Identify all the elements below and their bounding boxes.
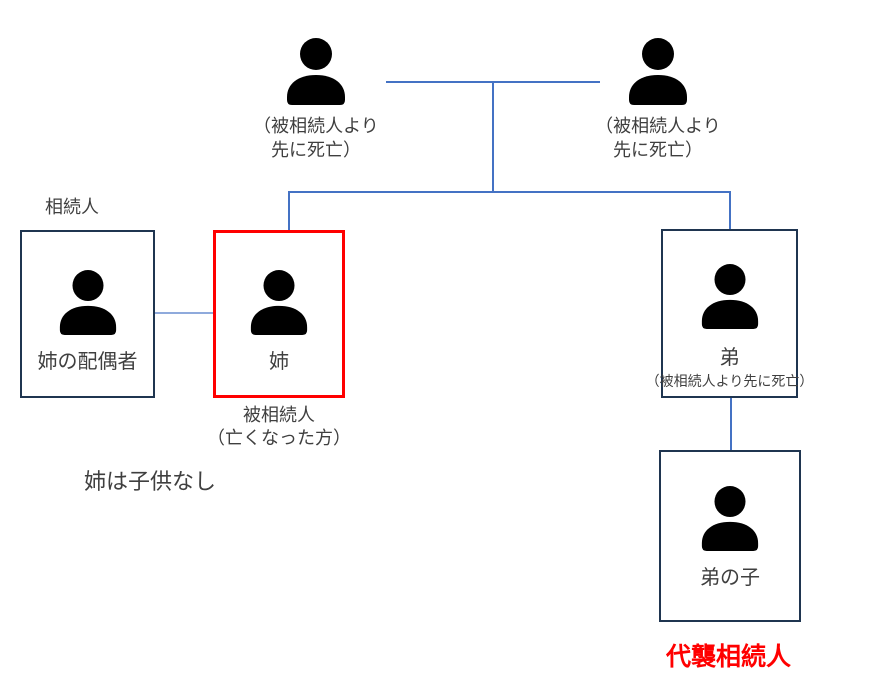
person-icon [625,38,691,105]
sister-box: 姉 [213,230,345,398]
spouse-label: 姉の配偶者 [37,351,138,373]
right-parent-figure: （被相続人より 先に死亡） [573,38,743,162]
spouse-marriage-connector [155,312,213,314]
person-icon [283,38,349,105]
sister-note-line1: 被相続人 [243,405,315,425]
brother-label: 弟 [719,347,740,369]
person-icon [247,270,311,335]
right-parent-note-line1: （被相続人より [595,116,721,136]
siblings-connector-horizontal [288,191,731,193]
person-icon [698,486,762,551]
brother-child-connector [730,398,732,450]
left-parent-figure: （被相続人より 先に死亡） [231,38,401,162]
brother-box: 弟 （被相続人より先に死亡） [646,229,813,398]
left-parent-note-line1: （被相続人より [253,116,379,136]
child-label: 弟の子 [700,567,760,589]
person-icon [56,270,120,335]
heir-label: 相続人 [45,197,99,217]
sister-drop-connector [288,191,290,230]
brother-drop-connector [729,191,731,229]
left-parent-note: （被相続人より 先に死亡） [253,114,379,162]
parents-connector-vertical [492,81,494,192]
right-parent-note-line2: 先に死亡） [612,140,703,160]
sister-note-line2: （亡くなった方） [207,428,351,448]
right-parent-note: （被相続人より 先に死亡） [595,114,721,162]
spouse-box: 姉の配偶者 [20,230,155,398]
brother-note: （被相続人より先に死亡） [645,373,814,389]
no-children-note: 姉は子供なし [84,469,217,494]
sister-note: 被相続人 （亡くなった方） [197,404,361,450]
left-parent-note-line2: 先に死亡） [270,140,361,160]
child-box: 弟の子 [659,450,801,622]
person-icon [698,264,762,329]
substitute-heir-label: 代襲相続人 [666,643,792,671]
sister-label: 姉 [269,351,289,373]
